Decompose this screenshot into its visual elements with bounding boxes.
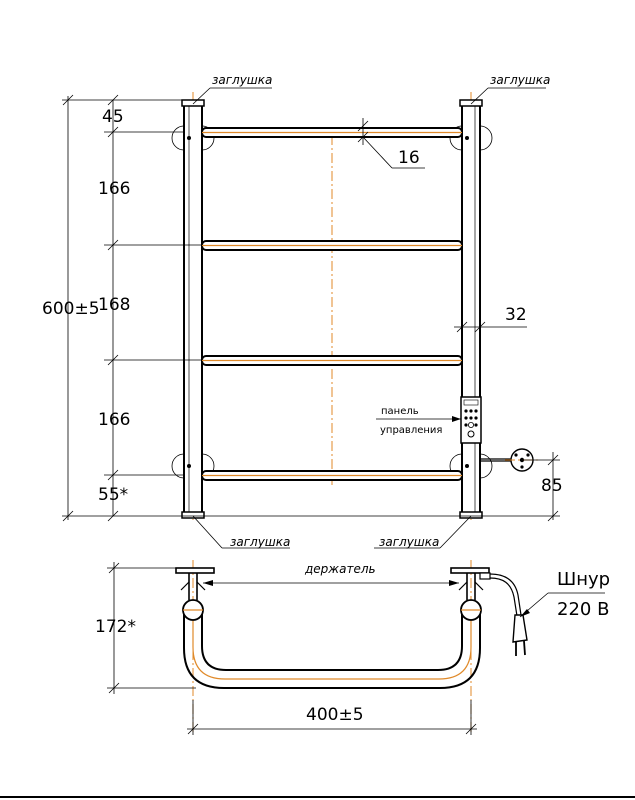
dim-cord-height: 85: [541, 476, 563, 496]
plug-bottom-right-label: заглушка: [379, 535, 439, 549]
dim-bottom-offset: 55*: [98, 485, 128, 505]
dim-total-height: 600±5: [42, 299, 100, 319]
dim-bar-diameter: 16: [398, 148, 420, 168]
left-vertical-pipe: [181, 99, 205, 519]
plug-top-right: [459, 99, 483, 107]
front-view: заглушка заглушка заглушка заглушка 45 1…: [42, 73, 563, 549]
cord-voltage: 220 В: [557, 599, 609, 620]
dim-total-width: 400±5: [306, 705, 364, 725]
plug-top-left-label: заглушка: [212, 73, 272, 87]
top-view: держатель 172* 400±5 Шнур 220 В: [95, 560, 610, 735]
dim-gap-1: 166: [98, 179, 130, 199]
control-panel: [460, 396, 482, 444]
cord-top: [479, 572, 528, 656]
dim-pipe-diameter: 32: [505, 305, 527, 325]
right-vertical-pipe: [459, 99, 483, 519]
plug-bottom-left-label: заглушка: [230, 535, 290, 549]
plug-top-left: [181, 99, 205, 107]
top-dimensions: [107, 562, 605, 735]
plug-body-icon: [512, 614, 528, 643]
front-dimensions: [62, 87, 560, 549]
plug-top-right-label: заглушка: [490, 73, 550, 87]
cord-title: Шнур: [557, 569, 610, 590]
dim-gap-2: 168: [98, 295, 130, 315]
plug-bottom-right: [459, 511, 483, 519]
holder-right: [450, 567, 490, 600]
panel-label-line1: панель: [381, 406, 419, 417]
holder-label: держатель: [304, 562, 376, 576]
plug-bottom-left: [181, 511, 205, 519]
u-pipe: [183, 610, 481, 689]
holder-left: [175, 567, 215, 600]
dim-gap-3: 166: [98, 410, 130, 430]
horizontal-bars: [201, 127, 463, 481]
dim-depth: 172*: [95, 617, 136, 637]
panel-label-line2: управления: [380, 425, 442, 436]
dim-top-offset: 45: [102, 107, 124, 127]
